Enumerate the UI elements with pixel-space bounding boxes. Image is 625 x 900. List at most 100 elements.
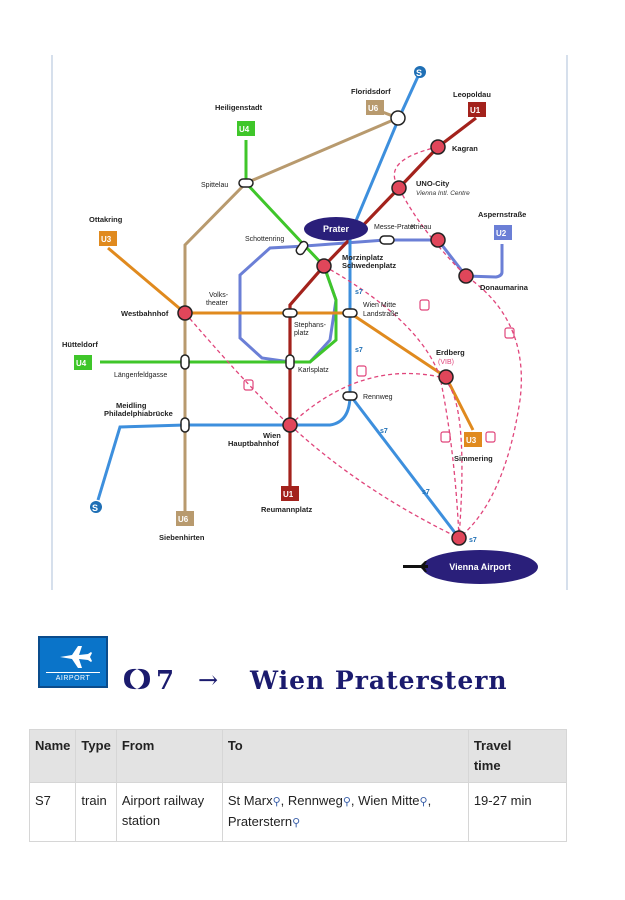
u4-line	[100, 140, 338, 364]
pill-stops	[180, 178, 395, 433]
badge-u4-west: U4	[76, 359, 87, 368]
table-row: S7 train Airport railway station St Marx…	[28, 782, 568, 842]
stop-link-wien-mitte[interactable]: Wien Mitte	[358, 793, 420, 808]
label-karlsplatz: Karlsplatz	[298, 367, 329, 374]
header-name: Name	[28, 729, 77, 783]
label-wien-mitte-1: Wien Mitte	[363, 302, 396, 309]
prater-label: Prater	[323, 224, 350, 234]
label-aspernstrasse: Aspernstraße	[478, 210, 526, 219]
header-travel-time-l1: Travel	[473, 738, 512, 753]
label-hauptbahnhof-1: Wien	[263, 431, 281, 440]
s7-airport-line	[348, 394, 461, 539]
s-bahn-icon: S S	[90, 66, 426, 513]
label-uno-city-sub: Vienna Intl. Centre	[416, 190, 470, 197]
stop-link-praterstern[interactable]: Praterstern	[227, 814, 293, 829]
label-stephansplatz-2: platz	[294, 330, 309, 337]
cell-from: Airport railway station	[115, 782, 223, 842]
cell-from-l2: station	[121, 813, 161, 828]
cell-travel-time: 19-27 min	[467, 782, 568, 842]
label-schwedenplatz: Schwedenplatz	[342, 261, 396, 270]
label-meidling-2: Philadelphiabrücke	[104, 409, 173, 418]
badge-u6-south: U6	[178, 515, 189, 524]
airplane-icon	[60, 646, 92, 668]
label-ottakring: Ottakring	[89, 215, 123, 224]
label-spittelau: Spittelau	[201, 182, 228, 189]
vienna-transit-map: U6 U1 U4 U3 U2 U4 U3 U1 U6 S S s7 s7 s7 …	[51, 55, 568, 590]
label-kagran: Kagran	[452, 144, 478, 153]
label-morzinplatz: Morzinplatz	[342, 253, 383, 262]
label-huetteldorf: Hütteldorf	[62, 340, 98, 349]
bus-icons	[243, 299, 515, 443]
badge-u2-east: U2	[496, 229, 507, 238]
direction-arrow: →	[198, 666, 219, 694]
label-donaumarina: Donaumarina	[480, 283, 529, 292]
map-pin-icon[interactable]: ⚲	[419, 796, 428, 808]
label-erdberg-sub: (VIB)	[438, 359, 454, 366]
line-badges: U6 U1 U4 U3 U2 U4 U3 U1 U6	[74, 100, 512, 526]
label-heiligenstadt: Heiligenstadt	[215, 103, 263, 112]
header-to: To	[221, 729, 469, 783]
svg-text:S: S	[92, 503, 98, 513]
label-meidling-1: Meidling	[116, 401, 147, 410]
airplane-icon	[403, 561, 428, 572]
badge-u1-south: U1	[283, 490, 294, 499]
airport-label: Vienna Airport	[449, 562, 511, 572]
label-leopoldau: Leopoldau	[453, 90, 491, 99]
label-reumannplatz: Reumannplatz	[261, 505, 313, 514]
header-travel-time: Travel time	[467, 729, 568, 783]
airport-sign: AIRPORT	[38, 636, 108, 688]
destination-title: Wien Praterstern	[250, 666, 508, 695]
label-floridsdorf: Floridsdorf	[351, 87, 391, 96]
airport-oval	[422, 550, 538, 584]
label-laengenfeldgasse: Längenfeldgasse	[114, 372, 167, 379]
badge-u3-east: U3	[466, 436, 477, 445]
table-header-row: Name Type From To Travel time	[28, 729, 568, 783]
label-messe-prater: Messe-Prater	[374, 224, 417, 231]
cell-type: train	[75, 782, 117, 842]
s-bahn-icon	[124, 668, 150, 690]
s7-line	[96, 71, 422, 501]
stop-link-rennweg[interactable]: Rennweg	[287, 793, 343, 808]
floridsdorf-station	[390, 110, 406, 126]
line-number: 7	[156, 666, 175, 696]
s7-label-3: s7	[380, 428, 388, 435]
label-westbahnhof: Westbahnhof	[121, 309, 169, 318]
label-uno-city: UNO-City	[416, 179, 450, 188]
stop-link-st-marx[interactable]: St Marx	[227, 793, 273, 808]
label-rennweg: Rennweg	[363, 394, 393, 401]
map-pin-icon[interactable]: ⚲	[292, 817, 301, 829]
label-volkstheater-2: theater	[206, 300, 228, 307]
label-wien-mitte-2: Landstraße	[363, 311, 399, 318]
map-pin-icon[interactable]: ⚲	[272, 796, 281, 808]
badge-u4-north: U4	[239, 125, 250, 134]
interchange-stations	[177, 139, 474, 546]
airport-sign-label: AIRPORT	[46, 672, 100, 682]
label-erdberg: Erdberg	[436, 348, 465, 357]
bus-routes	[184, 146, 522, 539]
badge-u3-west: U3	[101, 235, 112, 244]
label-volkstheater-1: Volks-	[209, 292, 229, 299]
label-simmering: Simmering	[454, 454, 493, 463]
svg-text:S: S	[416, 68, 422, 78]
cell-name: S7	[28, 782, 77, 842]
label-schottenring: Schottenring	[245, 236, 284, 243]
label-krieau: Krieau	[411, 224, 431, 231]
map-pin-icon[interactable]: ⚲	[342, 796, 351, 808]
s7-label-4: s7	[422, 489, 430, 496]
route-table: Name Type From To Travel time S7 train A…	[28, 729, 568, 842]
header-travel-time-l2: time	[473, 758, 501, 773]
route-header: AIRPORT 7 → Wien Praterstern	[38, 636, 598, 696]
badge-u1-north: U1	[470, 106, 481, 115]
header-from: From	[115, 729, 223, 783]
s7-label-2: s7	[355, 347, 363, 354]
s7-label-1: s7	[355, 289, 363, 296]
s7-label-5: s7	[469, 537, 477, 544]
badge-u6-north: U6	[368, 104, 379, 113]
header-type: Type	[75, 729, 117, 783]
label-stephansplatz-1: Stephans-	[294, 322, 327, 329]
prater-oval	[304, 217, 368, 241]
cell-to: St Marx⚲, Rennweg⚲, Wien Mitte⚲, Praters…	[221, 782, 469, 842]
label-hauptbahnhof-2: Hauptbahnhof	[228, 439, 279, 448]
label-siebenhirten: Siebenhirten	[159, 533, 205, 542]
cell-from-l1: Airport railway	[121, 793, 205, 808]
